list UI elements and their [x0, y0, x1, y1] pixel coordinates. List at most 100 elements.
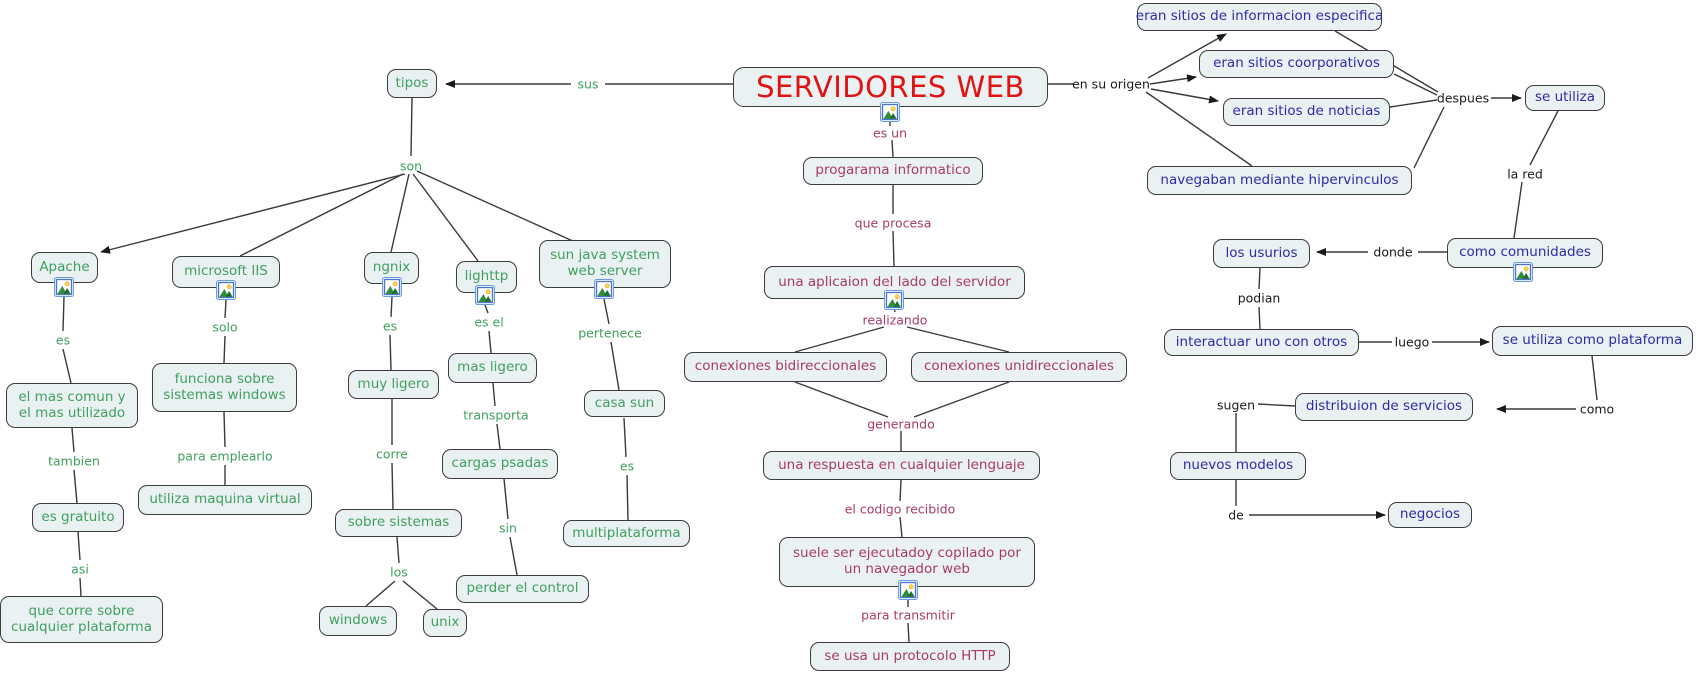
concept-se-utiliza[interactable]: se utiliza: [1525, 85, 1605, 111]
link-label-para-transmitir[interactable]: para transmitir: [861, 607, 955, 623]
concept-sun-java-label: sun java system web server: [550, 247, 660, 279]
concept-unix[interactable]: unix: [423, 609, 467, 637]
concept-maquina-virtual[interactable]: utiliza maquina virtual: [138, 485, 312, 515]
concept-maquina-virtual-label: utiliza maquina virtual: [149, 491, 301, 508]
concept-perder-control-label: perder el control: [466, 580, 579, 597]
concept-interactuar-otros-label: interactuar uno con otros: [1175, 333, 1348, 350]
concept-programa-informatico[interactable]: progarama informatico: [803, 157, 983, 185]
image-resource-icon[interactable]: [475, 285, 495, 305]
image-resource-icon[interactable]: [594, 279, 614, 299]
concept-sitios-informacion-label: eran sitios de informacion especifica: [1135, 8, 1384, 25]
concept-conexiones-bidireccionales[interactable]: conexiones bidireccionales: [684, 352, 887, 382]
link-label-luego[interactable]: luego: [1394, 334, 1430, 350]
concept-negocios[interactable]: negocios: [1388, 502, 1472, 528]
link-label-los[interactable]: los: [390, 564, 408, 580]
concept-ngnix-label: ngnix: [372, 259, 411, 276]
concept-multiplataforma[interactable]: multiplataforma: [563, 520, 690, 547]
link-label-de[interactable]: de: [1228, 507, 1244, 523]
concept-mas-ligero[interactable]: mas ligero: [448, 353, 537, 383]
concept-sun-java[interactable]: sun java system web server: [539, 240, 671, 288]
link-label-asi[interactable]: asi: [71, 561, 89, 577]
concept-protocolo-http[interactable]: se usa un protocolo HTTP: [810, 642, 1010, 671]
concept-navegaban-hipervinculos-label: navegaban mediante hipervinculos: [1160, 171, 1399, 188]
concept-distribuion-servicios[interactable]: distribuion de servicios: [1295, 393, 1473, 421]
link-label-que-procesa[interactable]: que procesa: [854, 215, 932, 231]
concept-perder-control[interactable]: perder el control: [456, 575, 589, 603]
concept-multiplataforma-label: multiplataforma: [572, 524, 681, 541]
concept-casa-sun-label: casa sun: [594, 394, 655, 411]
concept-unix-label: unix: [430, 614, 460, 631]
image-resource-icon[interactable]: [54, 277, 74, 297]
concept-se-utiliza-label: se utiliza: [1534, 89, 1596, 106]
link-label-donde[interactable]: donde: [1373, 244, 1413, 260]
concept-mas-comun[interactable]: el mas comun y el mas utilizado: [6, 383, 138, 428]
concept-conexiones-unidireccionales[interactable]: conexiones unidireccionales: [911, 352, 1127, 382]
concept-que-corre[interactable]: que corre sobre cualquier plataforma: [0, 596, 163, 643]
link-label-sin[interactable]: sin: [499, 520, 517, 536]
concept-respuesta-lenguaje[interactable]: una respuesta en cualquier lenguaje: [763, 451, 1040, 480]
link-label-pertenece[interactable]: pertenece: [578, 325, 642, 341]
link-label-como[interactable]: como: [1579, 401, 1615, 417]
concept-funciona-windows[interactable]: funciona sobre sistemas windows: [152, 363, 297, 412]
link-label-sus[interactable]: sus: [577, 76, 599, 92]
link-label-codigo-recibido[interactable]: el codigo recibido: [844, 501, 956, 517]
concept-conexiones-unidireccionales-label: conexiones unidireccionales: [923, 358, 1114, 375]
concept-los-usurios-label: los usurios: [1225, 244, 1298, 261]
link-label-corre[interactable]: corre: [376, 446, 408, 462]
concept-es-gratuito[interactable]: es gratuito: [32, 503, 124, 532]
concept-nuevos-modelos[interactable]: nuevos modelos: [1170, 452, 1306, 480]
concept-sitios-coorporativos[interactable]: eran sitios coorporativos: [1199, 50, 1394, 78]
link-label-para-emplearlo[interactable]: para emplearlo: [177, 448, 273, 464]
link-label-es-el[interactable]: es el: [474, 314, 504, 330]
concept-sitios-informacion[interactable]: eran sitios de informacion especifica: [1135, 3, 1384, 31]
image-resource-icon[interactable]: [884, 290, 904, 310]
concept-lighttp-label: lighttp: [464, 268, 509, 285]
concept-distribuion-servicios-label: distribuion de servicios: [1305, 398, 1463, 415]
link-label-sugen[interactable]: sugen: [1217, 397, 1255, 413]
concept-ejecutado-navegador[interactable]: suele ser ejecutadoy copilado por un nav…: [779, 537, 1035, 587]
link-label-en-su-origen[interactable]: en su origen: [1072, 76, 1150, 92]
concept-utiliza-plataforma-label: se utiliza como plataforma: [1502, 332, 1683, 349]
concept-interactuar-otros[interactable]: interactuar uno con otros: [1164, 329, 1359, 356]
link-label-son[interactable]: son: [399, 158, 423, 174]
link-label-es-apache[interactable]: es: [55, 332, 71, 348]
link-label-es-un[interactable]: es un: [872, 125, 908, 141]
concept-ejecutado-navegador-label: suele ser ejecutadoy copilado por un nav…: [793, 545, 1021, 577]
concept-respuesta-lenguaje-label: una respuesta en cualquier lenguaje: [778, 456, 1025, 473]
concept-sitios-noticias[interactable]: eran sitios de noticias: [1223, 98, 1390, 126]
concept-tipos-label: tipos: [395, 74, 429, 91]
image-resource-icon[interactable]: [216, 280, 236, 300]
concept-muy-ligero[interactable]: muy ligero: [348, 370, 439, 399]
concept-es-gratuito-label: es gratuito: [41, 508, 115, 525]
concept-conexiones-bidireccionales-label: conexiones bidireccionales: [694, 358, 877, 375]
concept-negocios-label: negocios: [1399, 506, 1461, 523]
concept-mas-comun-label: el mas comun y el mas utilizado: [18, 388, 126, 421]
concept-sitios-noticias-label: eran sitios de noticias: [1232, 103, 1381, 120]
concept-casa-sun[interactable]: casa sun: [584, 390, 665, 417]
link-label-despues[interactable]: despues: [1436, 90, 1490, 106]
link-label-es-casa[interactable]: es: [619, 458, 635, 474]
concept-sobre-sistemas[interactable]: sobre sistemas: [335, 509, 462, 537]
link-label-podian[interactable]: podian: [1237, 290, 1281, 306]
concept-cargas-psadas[interactable]: cargas psadas: [442, 449, 558, 479]
link-label-realizando[interactable]: realizando: [862, 312, 928, 328]
image-resource-icon[interactable]: [898, 580, 918, 600]
concept-navegaban-hipervinculos[interactable]: navegaban mediante hipervinculos: [1147, 166, 1412, 195]
image-resource-icon[interactable]: [880, 102, 900, 122]
concept-los-usurios[interactable]: los usurios: [1213, 239, 1310, 268]
link-label-tambien[interactable]: tambien: [48, 453, 100, 469]
link-label-generando[interactable]: generando: [867, 416, 935, 432]
link-label-transporta[interactable]: transporta: [463, 407, 529, 423]
concept-tipos[interactable]: tipos: [387, 69, 437, 98]
concept-servidores-web-title[interactable]: SERVIDORES WEB: [733, 67, 1048, 107]
concept-windows[interactable]: windows: [319, 606, 397, 636]
link-label-la-red[interactable]: la red: [1507, 166, 1543, 182]
image-resource-icon[interactable]: [1513, 262, 1533, 282]
link-label-es-ngnix[interactable]: es: [382, 318, 398, 334]
concept-utiliza-plataforma[interactable]: se utiliza como plataforma: [1492, 326, 1693, 356]
image-resource-icon[interactable]: [382, 277, 402, 297]
link-label-solo[interactable]: solo: [212, 319, 238, 335]
concept-mas-ligero-label: mas ligero: [457, 359, 528, 376]
concept-cargas-psadas-label: cargas psadas: [451, 455, 549, 472]
